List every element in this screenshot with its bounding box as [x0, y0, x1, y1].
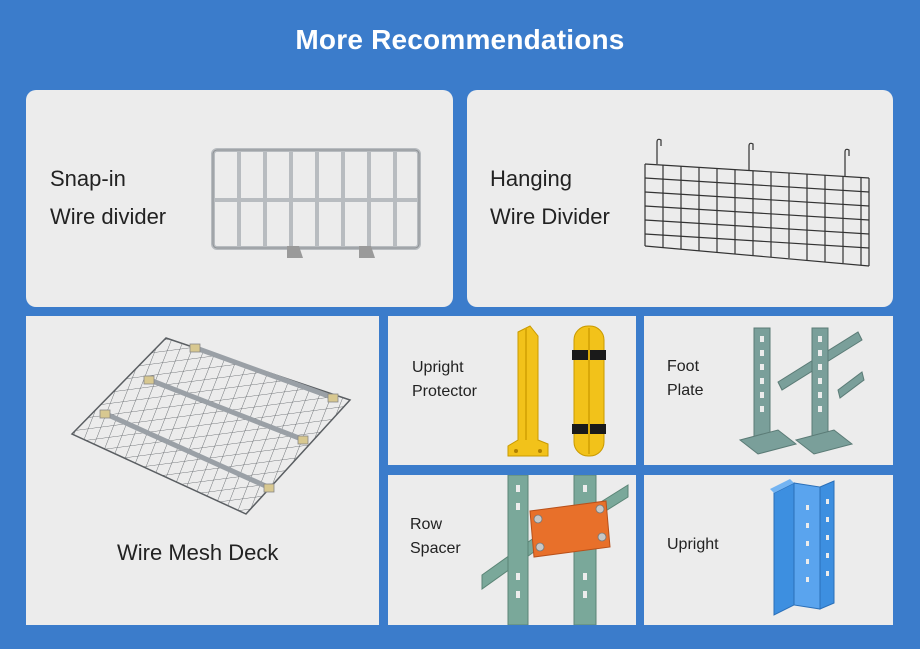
product-label-line-2: Protector	[412, 383, 477, 400]
upright-protector-image	[507, 325, 606, 457]
wire-mesh-deck-image	[70, 337, 352, 515]
product-card-foot-plate[interactable]: Foot Plate	[644, 316, 893, 465]
product-label: Wire Mesh Deck	[117, 534, 278, 572]
product-label: Upright	[667, 533, 719, 557]
product-label-line-1: Snap-in	[50, 166, 126, 191]
product-label-line-1: Row	[410, 516, 443, 533]
product-card-upright[interactable]: Upright	[644, 475, 893, 625]
product-card-row-spacer[interactable]: Row Spacer	[388, 475, 636, 625]
product-label-line-1: Upright	[667, 536, 719, 553]
foot-plate-image	[738, 327, 865, 455]
snap-in-wire-divider-image	[211, 148, 421, 258]
product-card-snap-in-wire-divider[interactable]: Snap-in Wire divider	[26, 90, 453, 307]
product-label-line-2: Spacer	[410, 540, 461, 557]
product-label: Row Spacer	[410, 513, 461, 561]
product-label-line-1: Wire Mesh Deck	[117, 540, 279, 565]
product-label: Snap-in Wire divider	[50, 160, 166, 236]
row-spacer-image	[481, 475, 629, 625]
product-label: Upright Protector	[412, 356, 477, 404]
product-label: Hanging Wire Divider	[490, 160, 610, 236]
product-card-hanging-wire-divider[interactable]: Hanging Wire Divider	[467, 90, 893, 307]
product-label-line-2: Wire divider	[50, 203, 167, 229]
product-card-wire-mesh-deck[interactable]: Wire Mesh Deck	[26, 316, 379, 625]
page-title: More Recommendations	[295, 24, 625, 55]
hanging-wire-divider-image	[644, 138, 870, 267]
product-label-line-1: Upright	[412, 359, 464, 376]
product-label-line-1: Foot	[667, 358, 700, 375]
product-card-upright-protector[interactable]: Upright Protector	[388, 316, 636, 465]
product-label-line-2: Plate	[667, 382, 704, 399]
product-label-line-2: Wire Divider	[490, 203, 610, 229]
product-label: Foot Plate	[667, 355, 703, 403]
product-label-line-1: Hanging	[490, 166, 572, 191]
upright-image	[770, 479, 835, 616]
